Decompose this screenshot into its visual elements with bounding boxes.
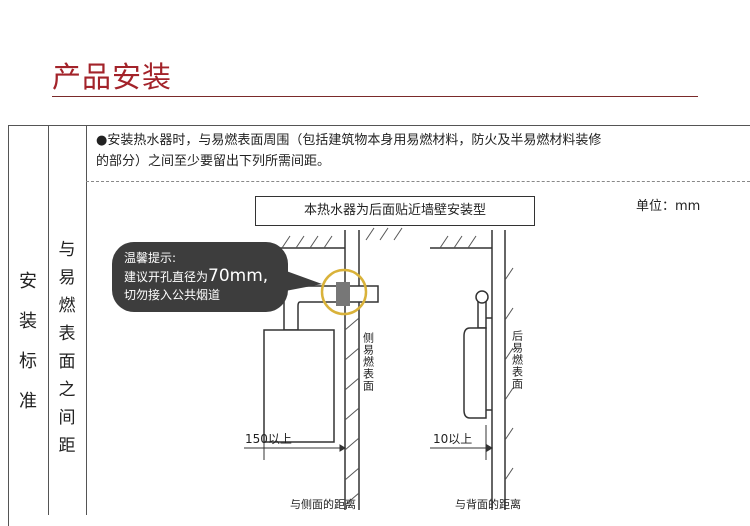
pipe-wall-joint <box>336 282 350 306</box>
table-column-category <box>8 125 49 515</box>
back-distance-label: 10以上 <box>433 432 472 446</box>
unit-label: 单位：mm <box>636 199 701 214</box>
back-surface-label: 后易燃表面 <box>511 330 524 390</box>
subcategory-label: 与 易 燃 表 面 之 间 距 <box>58 240 76 456</box>
callout-heading: 温馨提示: <box>124 251 177 265</box>
tip-callout: 温馨提示: 建议开孔直径为70mm, 切勿接入公共烟道 <box>112 242 288 312</box>
callout-warning: 切勿接入公共烟道 <box>124 288 221 302</box>
diagram-title: 本热水器为后面贴近墙壁安装型 <box>255 196 535 226</box>
side-caption: 与侧面的距离 <box>290 497 356 510</box>
install-standard-table <box>8 125 750 526</box>
dashed-divider <box>86 181 750 182</box>
installation-diagram: 150以上 侧易燃表面 与侧面的距离 10以上 后易燃表面 与背面的距离 <box>244 227 524 510</box>
callout-pointer <box>278 268 322 292</box>
callout-diameter: 建议开孔直径为70mm, <box>124 266 269 286</box>
water-heater-front <box>263 329 335 443</box>
side-dimension <box>244 420 346 460</box>
table-column-subcategory <box>48 125 87 515</box>
highlight-circle <box>320 268 368 316</box>
back-wall-hatch <box>439 235 514 481</box>
page-title: 产品安装 <box>52 60 173 94</box>
category-label: 安 装 标 准 <box>19 271 37 412</box>
flue-pipe <box>283 285 379 331</box>
title-divider <box>52 96 698 97</box>
back-dimension <box>430 425 493 460</box>
note-line: 的部分）之间至少要留出下列所需间距。 <box>96 154 331 169</box>
clearance-note: ●安装热水器时，与易燃表面周围（包括建筑物本身用易燃材料，防火及半易燃材料装修 … <box>96 130 736 172</box>
back-caption: 与背面的距离 <box>455 497 521 510</box>
note-line: ●安装热水器时，与易燃表面周围（包括建筑物本身用易燃材料，防火及半易燃材料装修 <box>96 133 602 148</box>
water-heater-side <box>463 290 492 419</box>
side-distance-label: 150以上 <box>245 432 292 446</box>
side-surface-label: 侧易燃表面 <box>362 332 375 392</box>
